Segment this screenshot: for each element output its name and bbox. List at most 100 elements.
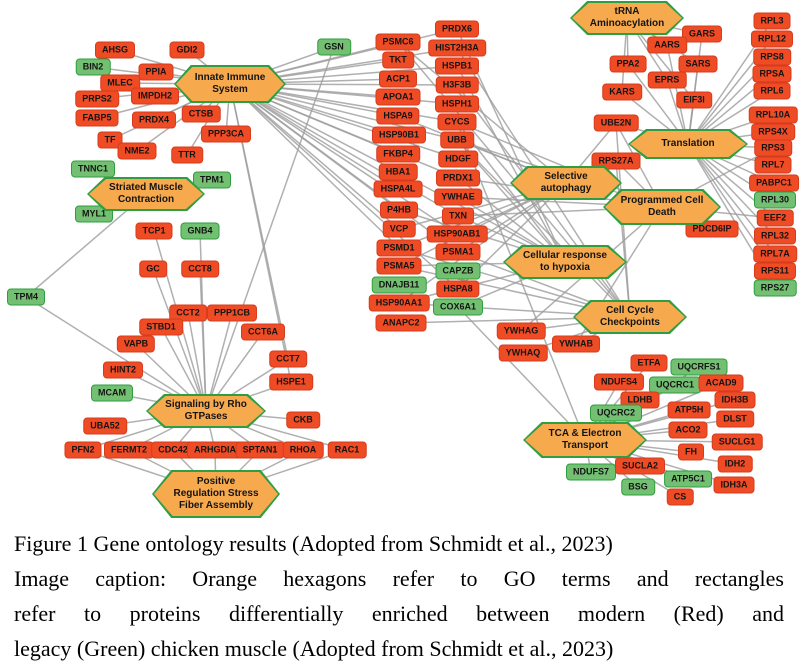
hexagon-fill xyxy=(605,191,719,223)
hexagon-fill xyxy=(176,67,284,101)
protein-node-RPL3: RPL3 xyxy=(753,12,791,30)
go-term-label: TCA & Electron Transport xyxy=(548,428,622,451)
protein-node-GARS: GARS xyxy=(681,25,723,43)
edge xyxy=(152,268,207,412)
protein-node-ATP5H: ATP5H xyxy=(667,401,711,419)
protein-node-IMPDH2: IMPDH2 xyxy=(130,87,180,105)
protein-node-COX6A1: COX6A1 xyxy=(432,298,484,316)
go-term-node-GO_CCC: Cell Cycle Checkpoints xyxy=(573,300,687,334)
go-term-node-GO_IIS: Innate Immune System xyxy=(174,65,286,103)
protein-node-UQCRC2: UQCRC2 xyxy=(589,404,643,422)
figure-caption: Figure 1 Gene ontology results (Adopted … xyxy=(0,520,800,666)
protein-node-TXN: TXN xyxy=(442,207,474,225)
protein-node-EIF3I: EIF3I xyxy=(676,91,712,109)
protein-node-ATP5C1: ATP5C1 xyxy=(664,470,712,488)
protein-node-UQCRC1: UQCRC1 xyxy=(648,376,702,394)
protein-node-CKB: CKB xyxy=(286,411,320,429)
edge xyxy=(25,193,147,298)
protein-node-YWHAQ: YWHAQ xyxy=(498,344,548,362)
protein-node-TNNC1: TNNC1 xyxy=(70,160,116,178)
protein-node-ACO2: ACO2 xyxy=(668,421,708,439)
protein-node-TTR: TTR xyxy=(171,146,203,164)
protein-node-RPL10A: RPL10A xyxy=(748,106,798,124)
edge xyxy=(229,83,400,230)
go-term-label: Cell Cycle Checkpoints xyxy=(599,305,660,328)
go-term-node-GO_SMC: Striated Muscle Contraction xyxy=(87,177,205,211)
protein-node-HINT2: HINT2 xyxy=(102,361,144,379)
edge xyxy=(229,83,459,253)
protein-node-HSPE1: HSPE1 xyxy=(269,373,313,391)
protein-node-TCP1: TCP1 xyxy=(135,222,173,240)
protein-node-UQCRFS1: UQCRFS1 xyxy=(670,358,728,376)
protein-node-AARS: AARS xyxy=(647,36,687,54)
protein-node-CTSB: CTSB xyxy=(181,105,221,123)
protein-node-FH: FH xyxy=(678,443,704,461)
protein-node-H3F3B: H3F3B xyxy=(435,76,479,94)
protein-node-RPS27: RPS27 xyxy=(753,279,797,297)
edge xyxy=(456,121,566,263)
caption-line-2: Image caption: Orange hexagons refer to … xyxy=(14,566,784,591)
hexagon-fill xyxy=(148,396,264,426)
protein-node-HSPA9: HSPA9 xyxy=(376,107,420,125)
protein-node-FKBP4: FKBP4 xyxy=(376,145,420,163)
protein-node-BIN2: BIN2 xyxy=(75,58,111,76)
protein-node-FERMT2: FERMT2 xyxy=(104,441,154,459)
protein-node-RPS11: RPS11 xyxy=(753,262,797,280)
hexagon-fill xyxy=(572,3,682,33)
protein-node-RPSA: RPSA xyxy=(752,65,792,83)
protein-node-CS: CS xyxy=(666,488,694,506)
protein-node-DNAJB11: DNAJB11 xyxy=(371,276,427,294)
protein-node-MLEC: MLEC xyxy=(100,74,140,92)
edge xyxy=(456,139,631,318)
protein-node-ETFA: ETFA xyxy=(630,354,668,372)
protein-node-HSPB1: HSPB1 xyxy=(434,57,480,75)
hexagon-fill xyxy=(525,424,645,456)
protein-node-PRDX1: PRDX1 xyxy=(435,169,481,187)
go-term-label: Translation xyxy=(661,138,715,150)
protein-node-APOA1: APOA1 xyxy=(375,88,421,106)
protein-node-HSPA4L: HSPA4L xyxy=(373,180,423,198)
protein-node-PRDX4: PRDX4 xyxy=(131,111,177,129)
go-term-node-GO_SA: Selective autophagy xyxy=(510,166,622,200)
protein-node-CCT8: CCT8 xyxy=(181,260,219,278)
protein-node-ARHGDIA: ARHGDIA xyxy=(187,441,243,459)
protein-node-VCP: VCP xyxy=(382,220,416,238)
protein-node-IDH2: IDH2 xyxy=(717,455,753,473)
protein-node-RPL7: RPL7 xyxy=(754,156,792,174)
protein-node-NDUFS7: NDUFS7 xyxy=(565,463,617,481)
protein-node-TPM1: TPM1 xyxy=(192,171,232,189)
protein-node-P4HB: P4HB xyxy=(379,201,419,219)
protein-node-PABPC1: PABPC1 xyxy=(749,174,799,192)
protein-node-HSPA8: HSPA8 xyxy=(436,280,480,298)
protein-node-RPS3: RPS3 xyxy=(754,139,792,157)
protein-node-YWHAG: YWHAG xyxy=(496,322,546,340)
protein-node-RPL12: RPL12 xyxy=(750,30,794,48)
go-term-label: Positive Regulation Stress Fiber Assembl… xyxy=(173,476,259,511)
edge xyxy=(457,306,586,441)
protein-node-PPP1CB: PPP1CB xyxy=(206,304,258,322)
hexagon-fill xyxy=(575,302,685,332)
protein-node-HDGF: HDGF xyxy=(438,150,478,168)
protein-node-FABP5: FABP5 xyxy=(75,109,119,127)
go-term-label: Programmed Cell Death xyxy=(620,195,704,218)
go-term-label: Innate Immune System xyxy=(194,72,266,95)
protein-node-HSP90B1: HSP90B1 xyxy=(371,126,427,144)
protein-node-PRDX6: PRDX6 xyxy=(434,20,480,38)
protein-node-TF: TF xyxy=(97,131,123,149)
hexagon-fill xyxy=(512,168,620,198)
protein-node-RAC1: RAC1 xyxy=(327,441,367,459)
go-term-node-GO_TCA: TCA & Electron Transport xyxy=(523,422,647,458)
go-term-node-GO_PRSFA: Positive Regulation Stress Fiber Assembl… xyxy=(152,470,280,518)
go-term-label: tRNA Aminoacylation xyxy=(589,6,665,29)
edge xyxy=(229,83,458,235)
protein-node-NME2: NME2 xyxy=(117,142,157,160)
protein-node-ACAD9: ACAD9 xyxy=(698,374,744,392)
protein-node-ACP1: ACP1 xyxy=(378,70,418,88)
caption-line-4: legacy (Green) chicken muscle (Adopted f… xyxy=(14,636,614,661)
hexagon-fill xyxy=(89,179,203,209)
go-term-node-GO_RHO: Signaling by Rho GTPases xyxy=(146,394,266,428)
protein-node-NDUFS4: NDUFS4 xyxy=(593,373,645,391)
edge xyxy=(25,296,207,412)
protein-node-SUCLA2: SUCLA2 xyxy=(614,457,666,475)
